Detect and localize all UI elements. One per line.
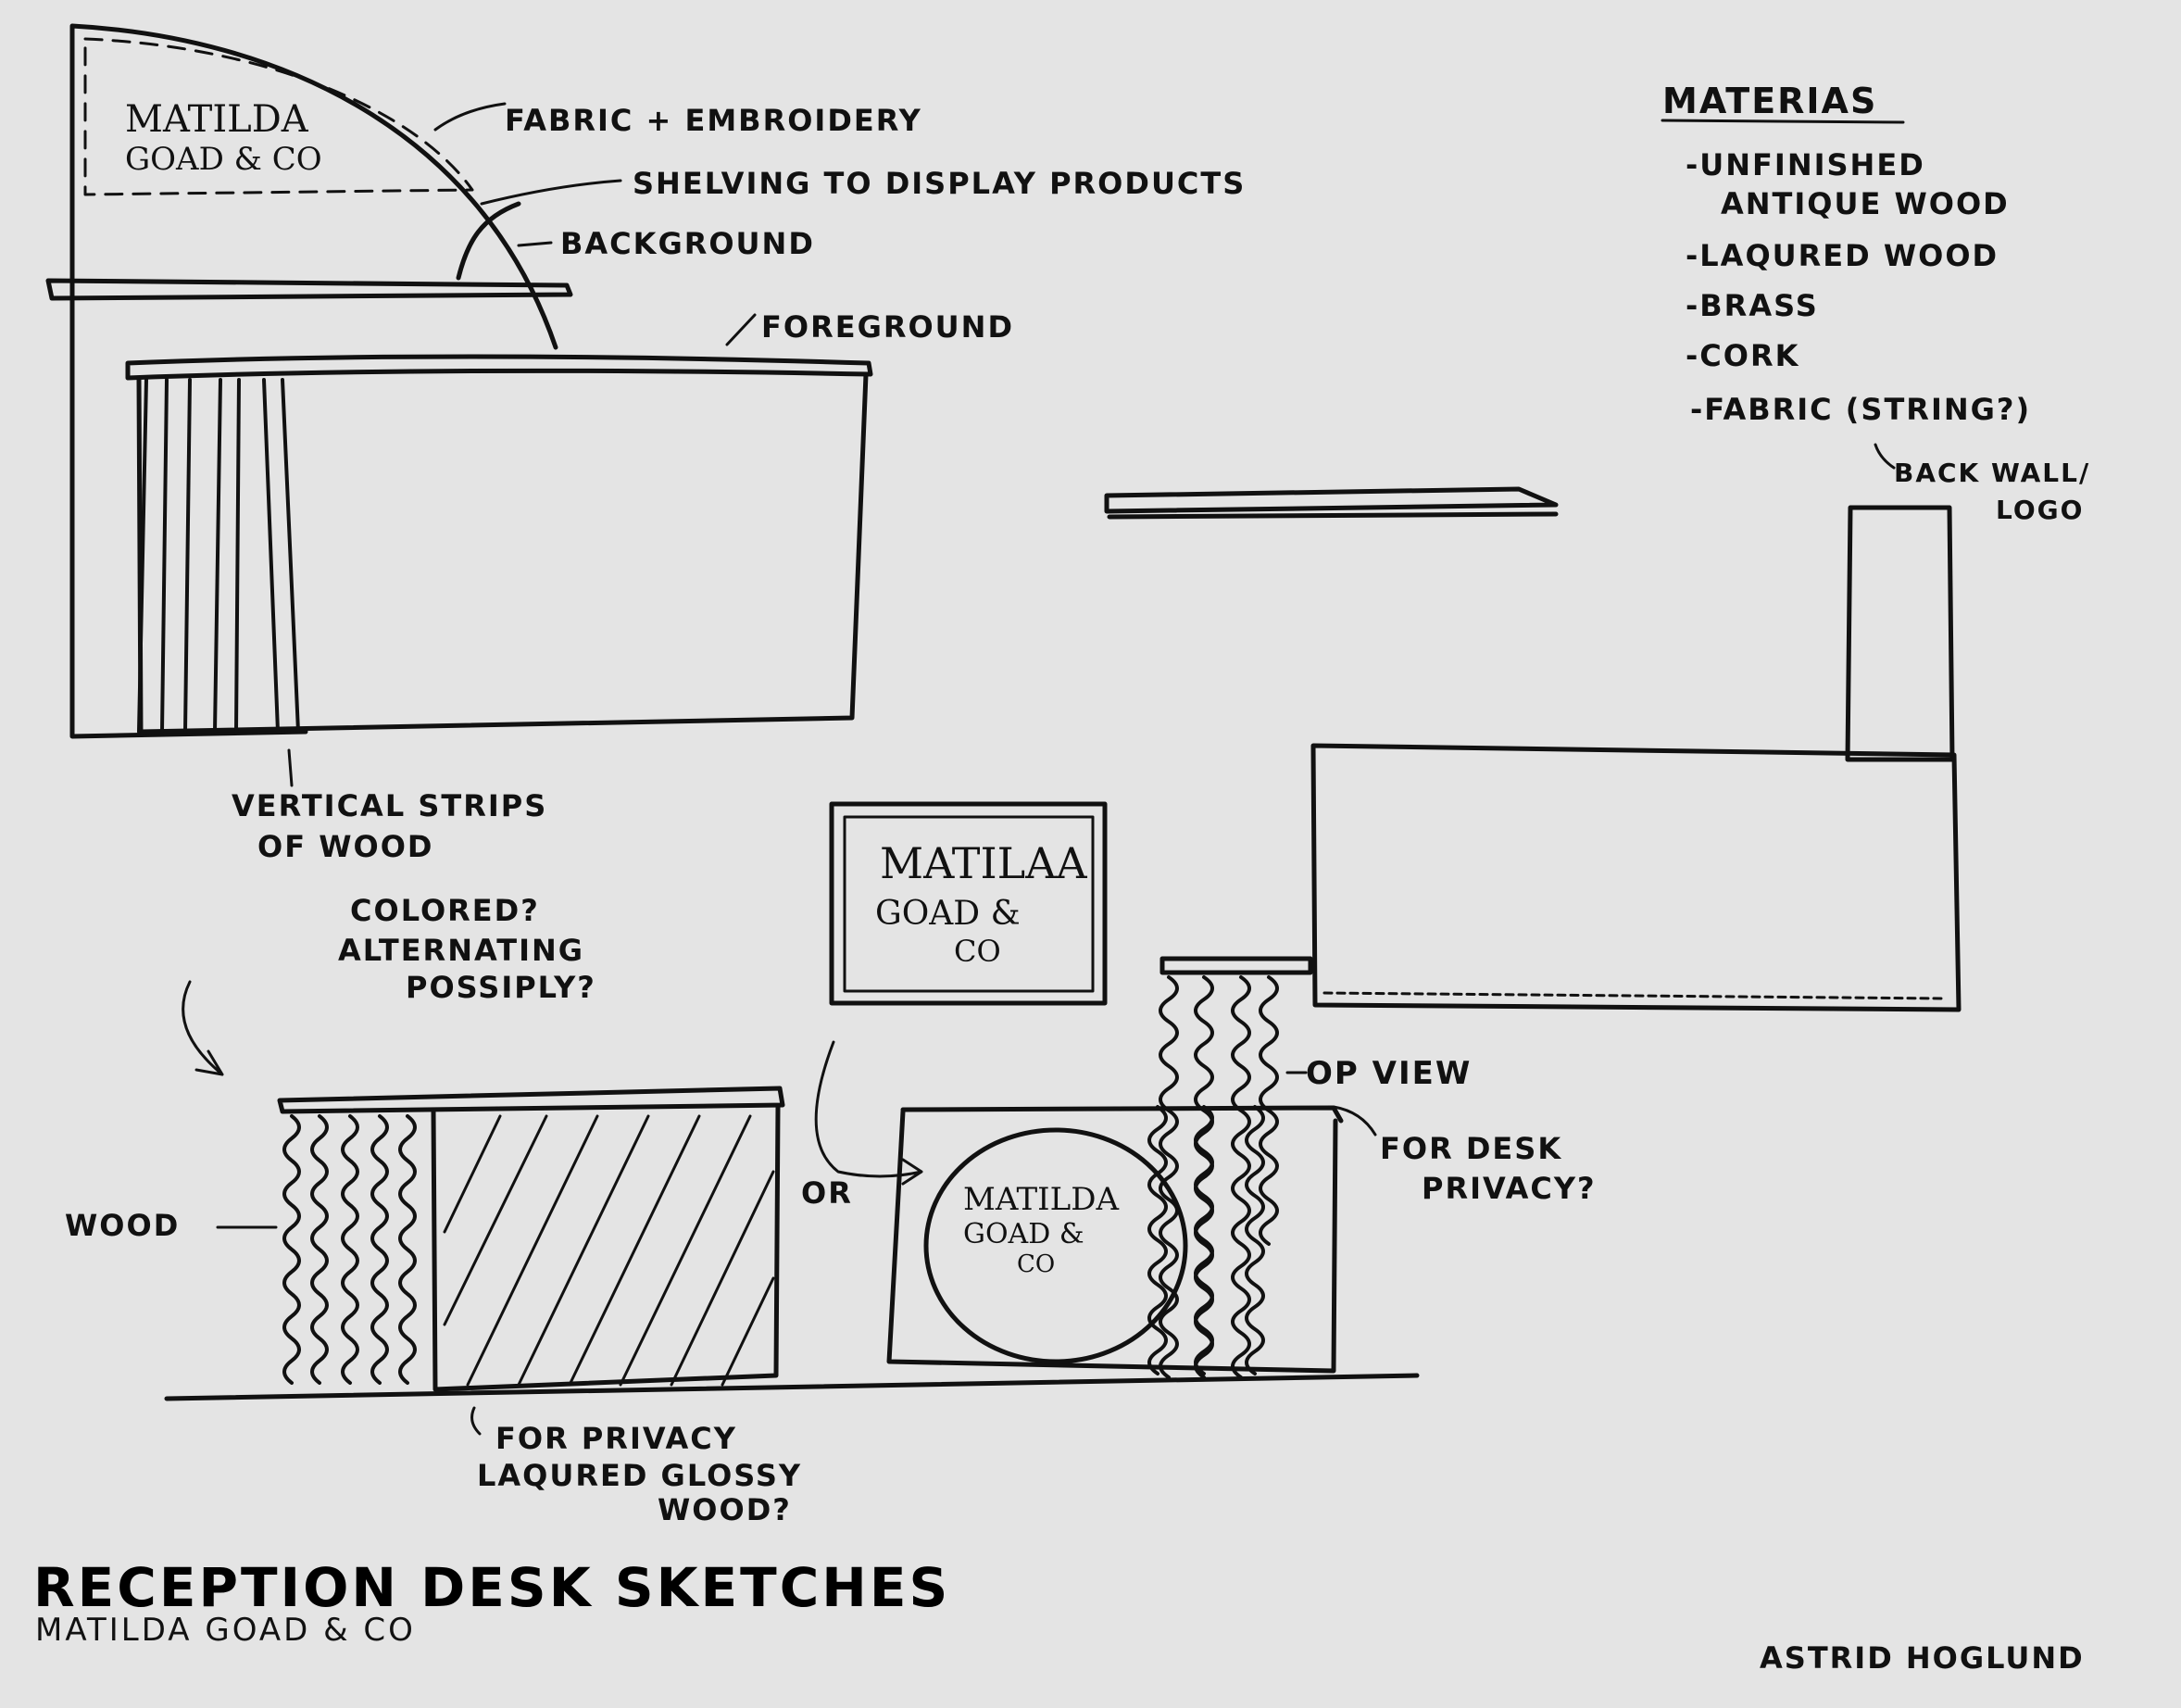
desk-body xyxy=(136,371,869,735)
side-panel xyxy=(1159,956,1313,975)
desk-top xyxy=(125,354,873,381)
wavy-desk-body xyxy=(431,1104,781,1392)
top-view-desk xyxy=(1159,505,1962,1379)
shelf xyxy=(45,278,573,301)
label-privacy-line1: FOR PRIVACY xyxy=(495,1421,737,1456)
material-item-6: -FABRIC (STRING?) xyxy=(1690,392,2032,427)
label-colored-line2: ALTERNATING xyxy=(338,933,585,968)
label-strips-line2: OF WOOD xyxy=(257,829,434,864)
circle-desk-body xyxy=(886,1109,1338,1374)
floating-plank xyxy=(1104,486,1559,520)
material-item-1: -UNFINISHED xyxy=(1686,147,1925,182)
circle-logo-line2: GOAD & xyxy=(963,1218,1084,1250)
fabric-leader xyxy=(433,102,507,132)
material-item-5: -CORK xyxy=(1686,338,1800,373)
sign-line2: GOAD & xyxy=(875,895,1021,933)
sketch-wavy-desk xyxy=(164,980,1420,1436)
vertical-strips xyxy=(137,378,300,734)
foreground-leader xyxy=(725,313,757,346)
material-item-4: -BRASS xyxy=(1686,288,1819,323)
backdrop-outline xyxy=(69,23,558,739)
material-item-3: -LAQURED WOOD xyxy=(1686,238,1999,273)
side-twists xyxy=(1159,975,1279,1379)
desk-plan xyxy=(1310,743,1962,1012)
framed-sign xyxy=(829,801,1108,1006)
label-privacy-line2: LAQURED GLOSSY xyxy=(477,1458,803,1493)
sketch-front-desk xyxy=(45,23,873,787)
label-fabric: FABRIC + EMBROIDERY xyxy=(505,103,922,138)
strips-leader xyxy=(287,748,294,787)
material-item-2: ANTIQUE WOOD xyxy=(1721,186,2010,221)
background-curve xyxy=(456,201,521,281)
background-leader xyxy=(517,241,553,247)
label-foreground: FOREGROUND xyxy=(761,309,1014,345)
ground-line xyxy=(164,1373,1420,1401)
materials-heading: MATERIAS xyxy=(1662,81,1878,121)
author-signature: ASTRID HOGLUND xyxy=(1760,1640,2085,1676)
shelving-leader xyxy=(480,179,622,206)
label-backwall-line1: BACK WALL/ xyxy=(1894,458,2091,488)
backdrop-logo-line2: GOAD & CO xyxy=(125,141,322,178)
label-desk-privacy-line2: PRIVACY? xyxy=(1422,1171,1597,1206)
backdrop-logo-line1: MATILDA xyxy=(125,98,308,141)
backdrop-dashed xyxy=(83,37,474,196)
label-top-view: OP VIEW xyxy=(1306,1055,1473,1092)
label-colored-line3: POSSIPLY? xyxy=(406,970,596,1005)
or-arrow xyxy=(814,1040,923,1186)
front-twists xyxy=(1147,1105,1265,1375)
privacy-desk-leader xyxy=(1332,1105,1377,1137)
sign-line1: MATILAA xyxy=(880,838,1087,888)
label-colored-line1: COLORED? xyxy=(350,893,540,928)
sketch-circle-desk xyxy=(814,1040,1377,1375)
label-backwall-line2: LOGO xyxy=(1996,495,2085,525)
materials-underline xyxy=(1661,119,1905,124)
circle-logo-line3: CO xyxy=(1017,1250,1056,1278)
sign-line3: CO xyxy=(954,934,1001,969)
circle-logo-line1: MATILDA xyxy=(963,1181,1120,1218)
label-background: BACKGROUND xyxy=(560,226,815,261)
label-privacy-line3: WOOD? xyxy=(658,1492,792,1527)
colored-arrow xyxy=(182,980,224,1076)
page-subtitle: MATILDA GOAD & CO xyxy=(35,1612,416,1649)
hatching xyxy=(443,1114,775,1387)
wood-twists xyxy=(282,1114,417,1385)
backwall-panel xyxy=(1845,505,1955,762)
label-desk-privacy-line1: FOR DESK xyxy=(1380,1131,1563,1166)
label-wood: WOOD xyxy=(65,1208,181,1243)
privacy-leader xyxy=(470,1406,482,1436)
page-title: RECEPTION DESK SKETCHES xyxy=(33,1556,951,1619)
desk-plan-front xyxy=(1322,991,1947,1000)
logo-circle xyxy=(923,1127,1188,1364)
label-strips-line1: VERTICAL STRIPS xyxy=(232,788,548,823)
label-or: OR xyxy=(801,1175,853,1211)
label-shelving: SHELVING TO DISPLAY PRODUCTS xyxy=(633,166,1247,201)
wavy-desk-top xyxy=(277,1086,785,1114)
backwall-leader xyxy=(1874,443,1896,470)
